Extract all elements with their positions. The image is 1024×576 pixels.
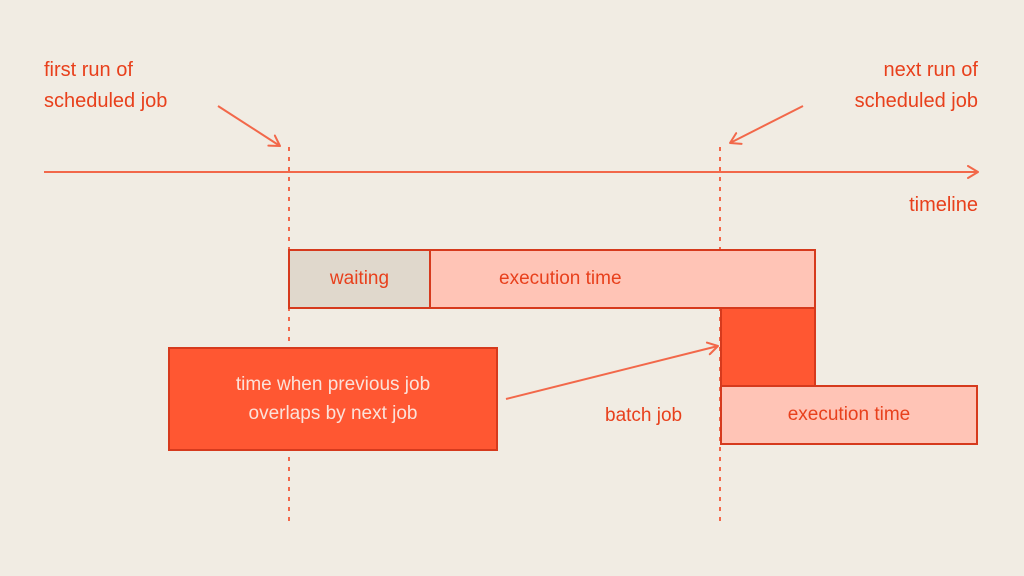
waiting-text: waiting — [329, 268, 390, 289]
timeline-label: timeline — [909, 194, 978, 216]
overlap-note-line-2: overlaps by next job — [248, 403, 418, 424]
first-job-execution-segment: execution time — [429, 249, 816, 309]
overlap-note-line-1: time when previous job — [235, 374, 431, 395]
first-execution-text: execution time — [499, 268, 622, 289]
next-run-label: next run of scheduled job — [855, 55, 978, 117]
overlap-segment — [720, 307, 816, 387]
second-execution-text: execution time — [787, 404, 911, 425]
first-job-waiting-segment: waiting — [288, 249, 431, 309]
next-run-label-line-2: scheduled job — [854, 90, 978, 112]
batch-job-label: batch job — [605, 405, 683, 426]
next-run-label-line-1: next run of — [883, 59, 978, 81]
first-run-label-line-1: first run of — [44, 59, 133, 81]
overlap-note-box: time when previous job overlaps by next … — [168, 347, 498, 451]
next-run-arrow — [729, 105, 804, 145]
first-run-label-line-2: scheduled job — [44, 90, 168, 112]
overlap-note-arrow — [505, 341, 719, 400]
first-run-label: first run of scheduled job — [44, 55, 167, 117]
first-run-arrow — [217, 105, 281, 147]
second-job-execution-segment: execution time — [720, 385, 978, 445]
